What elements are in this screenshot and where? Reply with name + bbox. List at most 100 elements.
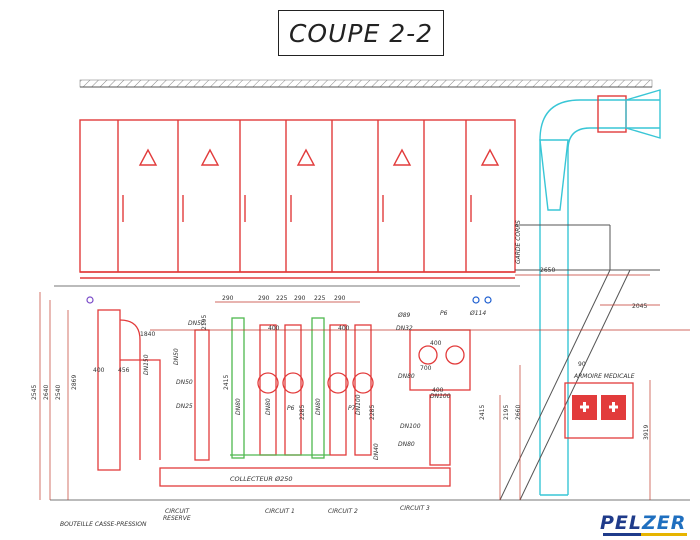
- label-circuit-2: CIRCUIT 2: [328, 508, 358, 515]
- pipe-markers: [86, 296, 492, 304]
- pump-column-2: [284, 324, 302, 456]
- label-dn100b: DN100: [400, 423, 421, 430]
- stair-stringer-2: [519, 269, 631, 501]
- duct-damper: [597, 95, 627, 133]
- label-circuit-3: CIRCUIT 3: [400, 505, 430, 512]
- brand-logo: PELZER: [600, 512, 686, 534]
- dim-700: 700: [420, 365, 432, 372]
- label-o89: Ø89: [397, 312, 411, 319]
- label-garde-corps: GARDE CORPS: [515, 220, 522, 264]
- dim-290b: 290: [258, 295, 270, 302]
- dim-1840: 1840: [140, 331, 155, 338]
- pump-column-3: [329, 324, 347, 456]
- label-circuit-1: CIRCUIT 1: [265, 508, 295, 515]
- pump-column-1: [259, 324, 277, 456]
- reserve-riser: [194, 329, 210, 461]
- warning-triangle-2: [200, 148, 220, 166]
- dim-2195: 2195: [201, 315, 208, 330]
- label-dn32: DN32: [396, 325, 413, 332]
- label-dn40: DN40: [373, 443, 380, 460]
- collector-pipe: [159, 467, 451, 487]
- dim-2285a: 2285: [299, 405, 306, 420]
- medical-cabinet-box: [564, 382, 634, 439]
- duct-inner: [567, 127, 660, 495]
- dim-290d: 290: [334, 295, 346, 302]
- label-dn50c: DN50: [173, 348, 180, 365]
- circuit3-frame: [409, 329, 471, 391]
- label-dn100a: DN100: [355, 394, 362, 415]
- dim-400b: 400: [268, 325, 280, 332]
- label-dn25: DN25: [176, 403, 193, 410]
- cabinet-row-outline: [79, 119, 516, 273]
- pump-motor-2: [282, 372, 304, 394]
- dim-290c: 290: [294, 295, 306, 302]
- bottle-loop-1: [119, 319, 141, 460]
- label-collecteur: COLLECTEUR Ø250: [230, 475, 292, 483]
- duct-outer: [539, 99, 660, 495]
- dimension-lines: [39, 274, 690, 500]
- medical-cabinet: [564, 382, 634, 439]
- pump-motor-3: [327, 372, 349, 394]
- drawing-title: COUPE 2-2: [278, 10, 444, 56]
- label-p7: P7: [348, 405, 356, 412]
- pump-motor-5: [418, 345, 438, 365]
- staircase: [499, 224, 660, 501]
- dim-2045: 2045: [632, 303, 647, 310]
- dim-225b: 225: [314, 295, 326, 302]
- label-dn80a: DN80: [235, 398, 242, 415]
- ceiling-slab: [79, 79, 653, 88]
- dim-2545: 2545: [31, 385, 38, 400]
- dim-3919: 3919: [643, 425, 650, 440]
- dim-90: 90: [578, 361, 586, 368]
- label-circuit-reserve-2: RESERVE: [163, 515, 191, 522]
- label-dn150: DN150: [143, 354, 150, 375]
- green-circuit-pipes: [230, 317, 330, 459]
- label-dn80c: DN80: [315, 398, 322, 415]
- dim-2640: 2640: [43, 385, 50, 400]
- duct-cone: [539, 139, 569, 211]
- label-circuit-reserve-1: CIRCUIT: [165, 508, 190, 515]
- dim-225a: 225: [276, 295, 288, 302]
- dim-2195b: 2195: [503, 405, 510, 420]
- label-dn80e: DN80: [398, 441, 415, 448]
- bottle-loop-2: [120, 359, 161, 460]
- label-p6a: P6: [287, 405, 295, 412]
- green-pipe-1: [231, 317, 245, 459]
- dim-2540: 2540: [55, 385, 62, 400]
- brand-underline: [603, 533, 687, 536]
- electrical-cabinets: [79, 119, 516, 279]
- warning-triangle-3: [296, 148, 316, 166]
- pump-column-4: [354, 324, 372, 456]
- green-pipe-2: [311, 317, 325, 459]
- marker-3: [484, 296, 492, 304]
- marker-1: [86, 296, 94, 304]
- label-dn50b: DN50: [176, 379, 193, 386]
- dim-400e: 400: [432, 387, 444, 394]
- warning-triangle-4: [392, 148, 412, 166]
- dim-456: 456: [118, 367, 130, 374]
- dim-2415a: 2415: [223, 375, 230, 390]
- dim-2285b: 2285: [369, 405, 376, 420]
- label-dn80b: DN80: [265, 398, 272, 415]
- marker-2: [472, 296, 480, 304]
- duct-diffuser: [625, 89, 661, 139]
- dim-400c: 400: [338, 325, 350, 332]
- label-dn80d: DN80: [398, 373, 415, 380]
- pump-motor-6: [445, 345, 465, 365]
- dim-2415b: 2415: [479, 405, 486, 420]
- circuit3-riser: [429, 394, 451, 466]
- label-p6b: P6: [440, 310, 448, 317]
- dim-2660: 2660: [515, 405, 522, 420]
- label-dn50a: DN50: [188, 320, 205, 327]
- label-bouteille: BOUTEILLE CASSE-PRESSION: [60, 521, 147, 528]
- warning-triangle-1: [138, 148, 158, 166]
- stair-stringer-1: [499, 269, 611, 501]
- dim-400d: 400: [430, 340, 442, 347]
- pump-motor-1: [257, 372, 279, 394]
- label-o114: Ø114: [469, 310, 486, 317]
- brand-part-2: ZER: [642, 512, 687, 534]
- label-armoire: ARMOIRE MEDICALE: [573, 373, 635, 380]
- brand-part-1: PEL: [600, 512, 643, 534]
